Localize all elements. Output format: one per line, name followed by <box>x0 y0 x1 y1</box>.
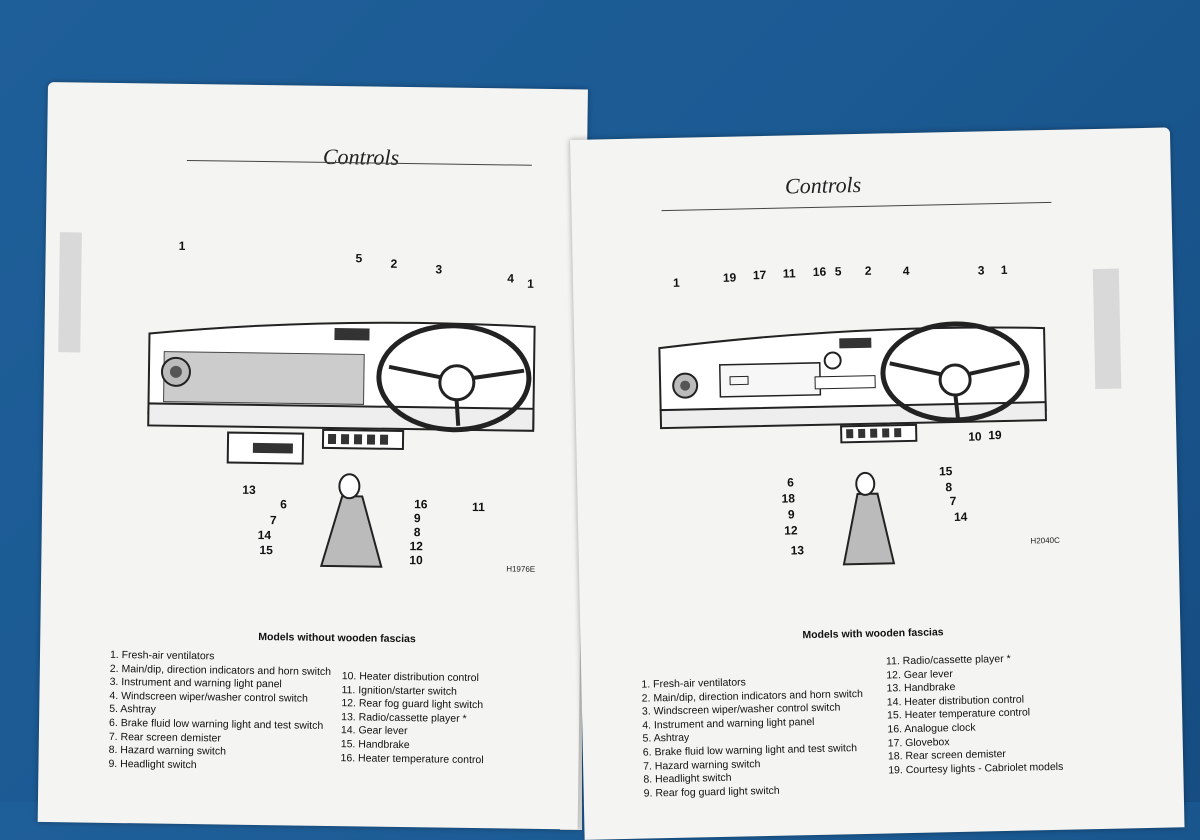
callout-label: 9 <box>787 507 795 522</box>
right-page: Controls 1 19 17 11 16 5 2 4 3 1 6 18 9 … <box>570 127 1185 840</box>
callout-label: 5 <box>834 264 842 279</box>
callout-label: 3 <box>435 262 443 277</box>
callout-label: 15 <box>259 542 273 558</box>
callout-label: 16 <box>812 264 827 279</box>
callout-label: 14 <box>953 509 968 525</box>
callout-label: 12 <box>409 539 424 554</box>
callout-label: 12 <box>784 523 798 538</box>
callout-label: 1 <box>178 238 186 253</box>
callout-label: 10 <box>409 553 423 568</box>
left-dashboard-illustration <box>147 321 536 568</box>
callout-label: 19 <box>988 428 1002 443</box>
callout-label: 17 <box>752 267 767 283</box>
callout-label: 9 <box>413 511 421 526</box>
callout-label: 10 <box>968 429 982 444</box>
callout-label: 11 <box>472 499 485 515</box>
list-item: 15. Handbrake <box>340 738 410 752</box>
page-tab-marker <box>1092 268 1122 390</box>
right-caption-title: Models with wooden fascias <box>802 626 944 642</box>
left-page-title: Controls <box>322 143 400 170</box>
callout-label: 2 <box>864 263 872 278</box>
callout-label: 13 <box>242 482 256 497</box>
callout-label: 7 <box>949 493 957 509</box>
callout-label: 1 <box>1000 262 1008 278</box>
right-dashboard-illustration <box>658 321 1047 566</box>
left-legend-col2: 10. Heater distribution control 11. Igni… <box>340 670 484 767</box>
callout-label: 19 <box>722 270 737 285</box>
callout-label: 2 <box>390 256 398 271</box>
callout-label: 8 <box>413 525 421 540</box>
callout-label: 14 <box>257 527 272 543</box>
left-page: Controls 1 5 2 3 4 1 13 6 7 14 15 1 <box>37 82 588 830</box>
list-item: 16. Heater temperature control <box>340 751 484 766</box>
callout-label: 18 <box>781 491 796 506</box>
right-legend-col2: 11. Radio/cassette player * 12. Gear lev… <box>886 652 1064 778</box>
callout-label: 11 <box>782 266 796 281</box>
list-item: 10. Heater distribution control <box>341 670 479 685</box>
callout-label: 6 <box>787 475 795 490</box>
callout-label: 1 <box>672 275 680 290</box>
callout-label: 15 <box>938 464 953 479</box>
callout-label: 4 <box>902 263 910 279</box>
left-caption-title: Models without wooden fascias <box>258 630 416 646</box>
callout-label: 8 <box>945 480 953 495</box>
callout-label: 16 <box>414 497 428 512</box>
callout-label: 5 <box>355 251 363 266</box>
right-title-rule <box>661 201 1052 212</box>
callout-label: 3 <box>977 263 985 278</box>
page-tab-marker <box>58 232 82 353</box>
callout-label: 6 <box>280 497 287 512</box>
list-item: 9. Headlight switch <box>108 757 197 771</box>
callout-label: 13 <box>790 543 805 558</box>
callout-label: 7 <box>269 513 277 528</box>
callout-label: 1 <box>527 276 535 291</box>
list-item: 19. Courtesy lights - Cabriolet models <box>888 760 1064 777</box>
right-legend-col1: 1. Fresh-air ventilators 2. Main/dip, di… <box>641 674 865 801</box>
left-legend-col1: 1. Fresh-air ventilators 2. Main/dip, di… <box>108 649 331 774</box>
callout-label: 4 <box>507 271 515 286</box>
figure-code: H2040C <box>1030 535 1060 546</box>
right-page-title: Controls <box>784 171 862 199</box>
figure-code: H1976E <box>506 564 536 574</box>
